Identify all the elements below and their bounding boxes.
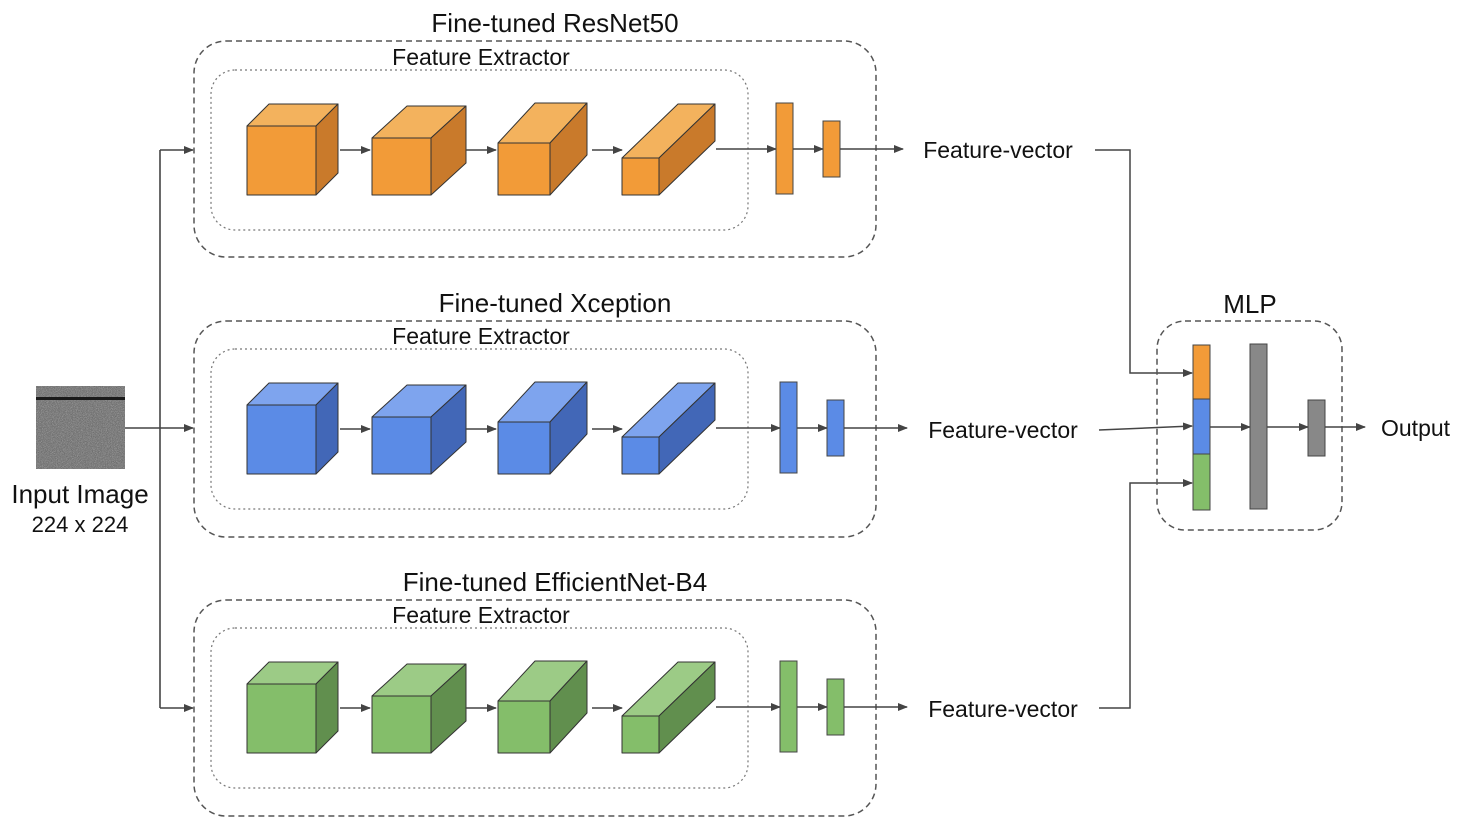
mlp-connectors	[1095, 149, 1193, 709]
block-front-face	[246, 404, 317, 475]
block-front-face	[371, 695, 432, 754]
feature-block-2	[371, 105, 467, 196]
block-front-face	[371, 137, 432, 196]
feature-extractor-label: Feature Extractor	[392, 44, 570, 70]
branch-container	[193, 599, 877, 817]
dense-layer-1	[779, 381, 798, 474]
feature-extractor-label: Feature Extractor	[392, 602, 570, 628]
feature-block-2	[371, 384, 467, 475]
concat-segment-efficientnet	[1192, 453, 1211, 511]
branch-title: Fine-tuned Xception	[439, 288, 672, 318]
dense-layer-2	[826, 678, 845, 736]
branch-xception: Fine-tuned Xception Feature Extractor Fe…	[193, 288, 1078, 538]
feature-extractor-box	[210, 627, 749, 789]
block-front-face	[497, 421, 551, 475]
input-image-band	[36, 397, 125, 400]
branch-container	[193, 320, 877, 538]
dense-layer-1	[775, 102, 794, 195]
input-image-group: Input Image 224 x 224	[11, 386, 149, 537]
mlp-hidden-layer	[1249, 343, 1268, 510]
feature-extractor-label: Feature Extractor	[392, 323, 570, 349]
feature-extractor-box	[210, 69, 749, 231]
block-front-face	[621, 436, 660, 475]
feature-block-4	[621, 661, 716, 754]
block-front-face	[497, 142, 551, 196]
input-size-label: 224 x 224	[32, 512, 129, 537]
dense-layer-2	[826, 399, 845, 457]
block-front-face	[621, 715, 660, 754]
block-front-face	[497, 700, 551, 754]
mlp-output-layer	[1307, 399, 1326, 457]
branch-title: Fine-tuned ResNet50	[431, 8, 678, 38]
branch-efficientnet-b4: Fine-tuned EfficientNet-B4 Feature Extra…	[193, 567, 1078, 817]
dense-layer-2	[822, 120, 841, 178]
block-front-face	[246, 125, 317, 196]
output-label: Output	[1381, 415, 1451, 441]
feature-block-3	[497, 660, 588, 754]
branch-resnet50: Fine-tuned ResNet50 Feature Extractor Fe…	[193, 8, 1073, 258]
dense-layer-1	[779, 660, 798, 753]
concat-segment-resnet50	[1192, 344, 1211, 400]
mlp-container	[1156, 320, 1343, 531]
feature-vector-label: Feature-vector	[923, 137, 1073, 163]
mlp-title: MLP	[1223, 289, 1276, 319]
feature-block-4	[621, 103, 716, 196]
feature-block-1	[246, 382, 339, 475]
feature-block-3	[497, 102, 588, 196]
feature-vector-label: Feature-vector	[928, 696, 1078, 722]
mlp-block: MLP Output	[1156, 289, 1451, 531]
block-front-face	[621, 157, 660, 196]
feature-block-1	[246, 661, 339, 754]
feature-block-3	[497, 381, 588, 475]
input-label: Input Image	[11, 479, 148, 509]
input-connectors	[125, 146, 194, 712]
concat-segment-xception	[1192, 398, 1211, 455]
feature-block-4	[621, 382, 716, 475]
branch-arrows	[340, 424, 908, 433]
block-front-face	[246, 683, 317, 754]
feature-extractor-box	[210, 348, 749, 510]
branch-arrows	[340, 703, 908, 712]
branch-title: Fine-tuned EfficientNet-B4	[403, 567, 707, 597]
feature-vector-label: Feature-vector	[928, 417, 1078, 443]
feature-block-1	[246, 103, 339, 196]
block-front-face	[371, 416, 432, 475]
branch-arrows	[340, 145, 904, 154]
feature-block-2	[371, 663, 467, 754]
